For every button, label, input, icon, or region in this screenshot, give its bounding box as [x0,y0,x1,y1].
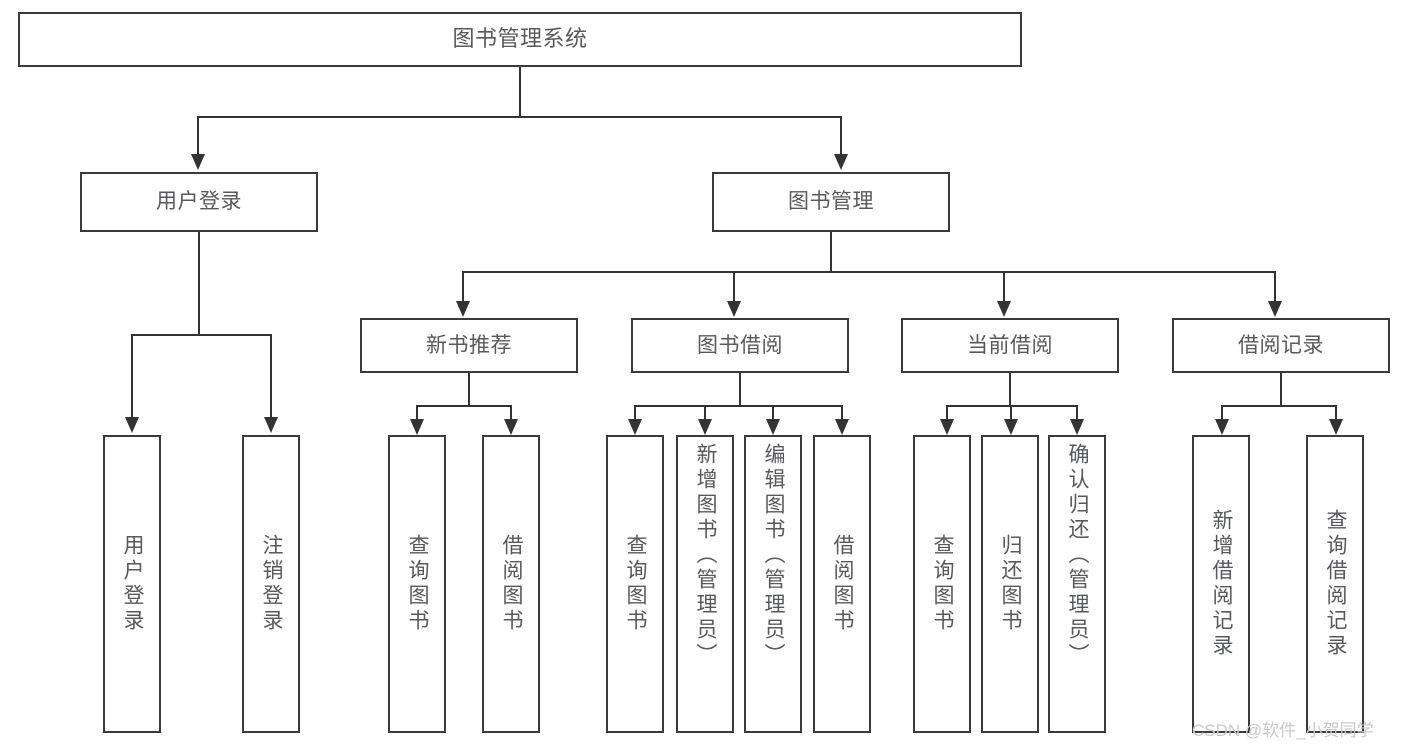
leaf-edit-book-admin[interactable]: 编辑图书（管理员） [744,435,802,733]
node-user-login[interactable]: 用户登录 [80,172,318,232]
node-current-borrow[interactable]: 当前借阅 [901,318,1119,373]
arrowhead-cb-leaf-1 [940,419,954,435]
leaf-query-borrow-record[interactable]: 查询借阅记录 [1306,435,1364,733]
connector-bb-leg-1 [634,405,636,421]
connector-root-trunk [519,67,521,117]
leaf-logout[interactable]: 注销登录 [242,435,300,733]
connector-cb-leg-1 [946,405,948,421]
leaf-confirm-return-admin[interactable]: 确认归还（管理员） [1048,435,1106,733]
leaf-user-login[interactable]: 用户登录 [103,435,161,733]
connector-br-trunk [1280,373,1282,406]
arrowhead-cb-leaf-2 [1004,419,1018,435]
connector-bm-leg-2 [733,271,735,303]
connector-user-login-trunk [198,232,200,335]
leaf-query-book-borrow[interactable]: 查询图书 [606,435,664,733]
connector-user-login-leg-2 [270,334,272,419]
connector-nbr-leg-2 [510,405,512,421]
connector-cb-leg-2 [1010,405,1012,421]
leaf-borrow-book-recommend[interactable]: 借阅图书 [482,435,540,733]
connector-cb-trunk [1009,373,1011,406]
leaf-query-book-recommend[interactable]: 查询图书 [388,435,446,733]
arrowhead-to-book-borrow [727,301,741,317]
connector-nbr-trunk [468,373,470,406]
connector-br-leg-1 [1221,405,1223,421]
arrowhead-cb-leaf-3 [1070,419,1084,435]
leaf-add-book-admin[interactable]: 新增图书（管理员） [676,435,734,733]
node-book-management-system[interactable]: 图书管理系统 [18,12,1022,67]
arrowhead-to-leaf-user-login [125,417,139,433]
leaf-query-book-current[interactable]: 查询图书 [913,435,971,733]
connector-bm-leg-3 [1003,271,1005,303]
arrowhead-to-book-management [834,154,848,170]
arrowhead-to-new-book-recommend [456,301,470,317]
arrowhead-to-current-borrow [997,301,1011,317]
arrowhead-nbr-leaf-1 [410,419,424,435]
leaf-return-book[interactable]: 归还图书 [981,435,1039,733]
connector-book-management-trunk [830,232,832,272]
connector-bb-leg-2 [704,405,706,421]
connector-root-leg-right [840,116,842,156]
connector-nbr-bar [416,405,511,407]
arrowhead-to-borrow-record [1268,301,1282,317]
connector-bm-leg-4 [1274,271,1276,303]
leaf-borrow-book[interactable]: 借阅图书 [813,435,871,733]
node-borrow-record[interactable]: 借阅记录 [1172,318,1390,373]
connector-book-management-bar [462,271,1275,273]
connector-bm-leg-1 [462,271,464,303]
connector-user-login-leg-1 [131,334,133,419]
connector-root-leg-left [197,116,199,156]
arrowhead-bb-leaf-2 [698,419,712,435]
node-new-book-recommend[interactable]: 新书推荐 [360,318,578,373]
leaf-add-borrow-record[interactable]: 新增借阅记录 [1192,435,1250,733]
arrowhead-to-leaf-logout [264,417,278,433]
arrowhead-to-user-login [191,154,205,170]
connector-root-bar [197,116,842,118]
connector-bb-trunk [739,373,741,406]
arrowhead-bb-leaf-3 [766,419,780,435]
node-book-borrow[interactable]: 图书借阅 [631,318,849,373]
arrowhead-nbr-leaf-2 [504,419,518,435]
connector-br-leg-2 [1335,405,1337,421]
arrowhead-br-leaf-2 [1329,419,1343,435]
connector-cb-leg-3 [1076,405,1078,421]
connector-bb-leg-4 [841,405,843,421]
connector-user-login-bar [131,334,270,336]
arrowhead-br-leaf-1 [1215,419,1229,435]
arrowhead-bb-leaf-4 [835,419,849,435]
node-book-management[interactable]: 图书管理 [712,172,950,232]
connector-nbr-leg-1 [416,405,418,421]
connector-bb-bar [634,405,843,407]
connector-bb-leg-3 [772,405,774,421]
arrowhead-bb-leaf-1 [628,419,642,435]
connector-br-bar [1221,405,1336,407]
